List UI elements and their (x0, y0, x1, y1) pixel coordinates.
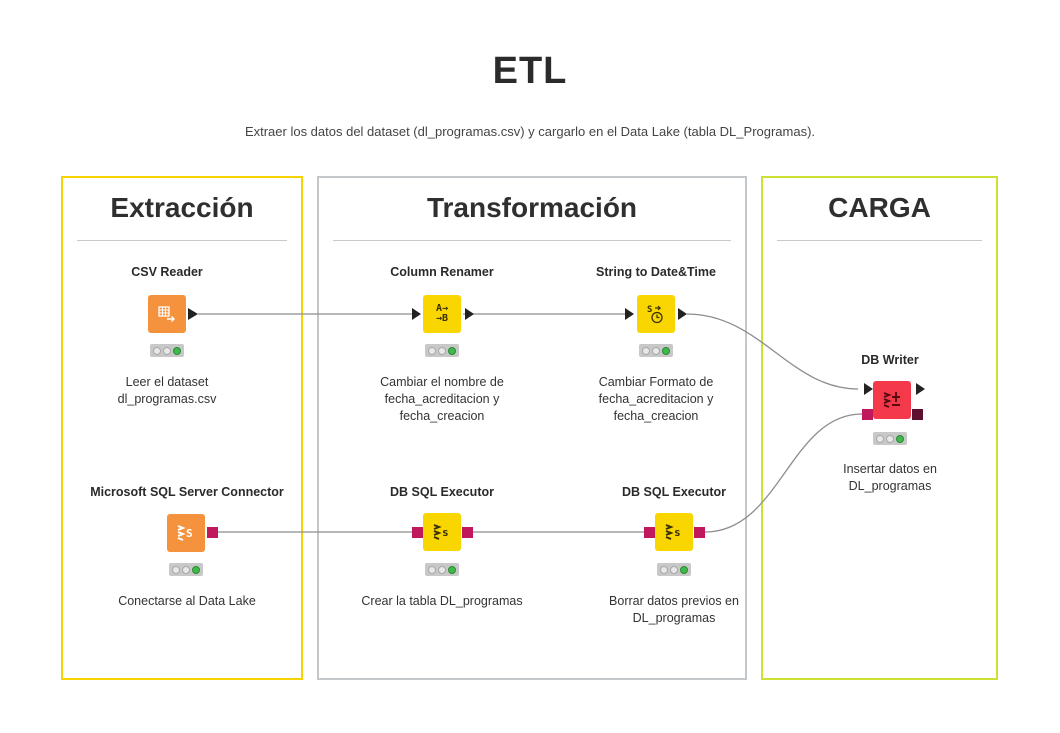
status-green-light (448, 565, 456, 574)
string-to-datetime-node[interactable]: String to Date&Time S Cambiar Formato de… (566, 265, 746, 435)
node-label: Microsoft SQL Server Connector (90, 485, 284, 499)
svg-text:S: S (647, 305, 652, 315)
string-to-clock-icon[interactable]: S (637, 295, 675, 333)
svg-text:s: s (674, 526, 681, 539)
status-yellow-light (182, 565, 190, 574)
node-annotation: Insertar datos en DL_programas (843, 462, 937, 493)
writer-data-output-port[interactable] (916, 383, 925, 395)
status-red-light (153, 346, 161, 355)
status-yellow-light (652, 346, 660, 355)
database-sql-icon[interactable]: s (655, 513, 693, 551)
status-red-light (642, 346, 650, 355)
node-label: DB SQL Executor (390, 485, 494, 499)
connection-string-to-writer[interactable] (686, 313, 859, 390)
executor1-db-output-port[interactable] (462, 527, 473, 538)
node-label: DB SQL Executor (622, 485, 726, 499)
executor2-db-input-port[interactable] (644, 527, 655, 538)
node-annotation: Cambiar el nombre de fecha_acreditacion … (380, 375, 504, 423)
svg-text:s: s (442, 526, 449, 539)
status-yellow-light (438, 346, 446, 355)
column-renamer-node[interactable]: Column Renamer A→→B Cambiar el nombre de… (352, 265, 532, 435)
db-sql-executor-create-node[interactable]: DB SQL Executor s Crear la tabla DL_prog… (352, 485, 532, 615)
node-annotation: Crear la tabla DL_programas (361, 594, 523, 608)
workflow-title: ETL (492, 50, 568, 92)
status-lights (425, 344, 459, 357)
status-red-light (428, 346, 436, 355)
status-lights (425, 563, 459, 576)
renamer-output-port[interactable] (465, 308, 474, 320)
status-yellow-light (438, 565, 446, 574)
status-green-light (192, 565, 200, 574)
executor2-db-output-port[interactable] (694, 527, 705, 538)
status-red-light (172, 565, 180, 574)
status-red-light (876, 434, 884, 443)
string-output-port[interactable] (678, 308, 687, 320)
renamer-input-port[interactable] (412, 308, 421, 320)
status-green-light (662, 346, 670, 355)
extraction-divider (77, 240, 287, 241)
writer-data-input-port[interactable] (864, 383, 873, 395)
load-title: CARGA (828, 192, 931, 223)
executor1-db-input-port[interactable] (412, 527, 423, 538)
transformation-divider (333, 240, 731, 241)
status-lights (639, 344, 673, 357)
transformation-annotation: Transformación (317, 176, 747, 680)
node-annotation: Borrar datos previos en DL_programas (609, 594, 739, 625)
database-sql-icon[interactable]: s (423, 513, 461, 551)
extraction-annotation: Extracción (61, 176, 303, 680)
csv-reader-output-port[interactable] (188, 308, 198, 320)
load-annotation: CARGA (761, 176, 998, 680)
load-divider (777, 240, 982, 241)
db-sql-executor-delete-node[interactable]: DB SQL Executor s Borrar datos previos e… (584, 485, 764, 635)
database-connector-icon[interactable]: S (167, 514, 205, 552)
sql-server-connector-node[interactable]: Microsoft SQL Server Connector S Conecta… (87, 485, 287, 615)
extraction-title: Extracción (110, 192, 254, 223)
connector-db-output-port[interactable] (207, 527, 218, 538)
node-annotation: Leer el dataset dl_programas.csv (117, 375, 217, 406)
status-lights (657, 563, 691, 576)
status-yellow-light (163, 346, 171, 355)
status-lights (150, 344, 184, 357)
status-yellow-light (670, 565, 678, 574)
status-lights (873, 432, 907, 445)
status-red-light (428, 565, 436, 574)
node-annotation: Conectarse al Data Lake (118, 594, 256, 608)
rename-column-icon[interactable]: A→→B (423, 295, 461, 333)
writer-db-input-port[interactable] (862, 409, 873, 420)
node-label: Column Renamer (390, 265, 494, 279)
transformation-title: Transformación (426, 192, 638, 223)
node-label: String to Date&Time (596, 265, 716, 279)
connection-executor2-to-writer[interactable] (704, 413, 863, 533)
string-input-port[interactable] (625, 308, 634, 320)
status-green-light (680, 565, 688, 574)
status-green-light (173, 346, 181, 355)
table-import-icon[interactable] (148, 295, 186, 333)
status-red-light (660, 565, 668, 574)
svg-text:S: S (186, 527, 193, 540)
db-writer-node[interactable]: DB Writer Insertar datos en DL_programas (800, 353, 980, 503)
status-yellow-light (886, 434, 894, 443)
node-label: DB Writer (861, 353, 919, 367)
workflow-description: Extraer los datos del dataset (dl_progra… (244, 124, 816, 139)
csv-reader-node[interactable]: CSV Reader Leer el dataset dl_programas.… (77, 265, 257, 415)
status-lights (169, 563, 203, 576)
status-green-light (896, 434, 904, 443)
writer-db-output-port[interactable] (912, 409, 923, 420)
database-write-icon[interactable] (873, 381, 911, 419)
node-label: CSV Reader (131, 265, 203, 279)
status-green-light (448, 346, 456, 355)
node-annotation: Cambiar Formato de fecha_acreditacion y … (598, 375, 714, 423)
